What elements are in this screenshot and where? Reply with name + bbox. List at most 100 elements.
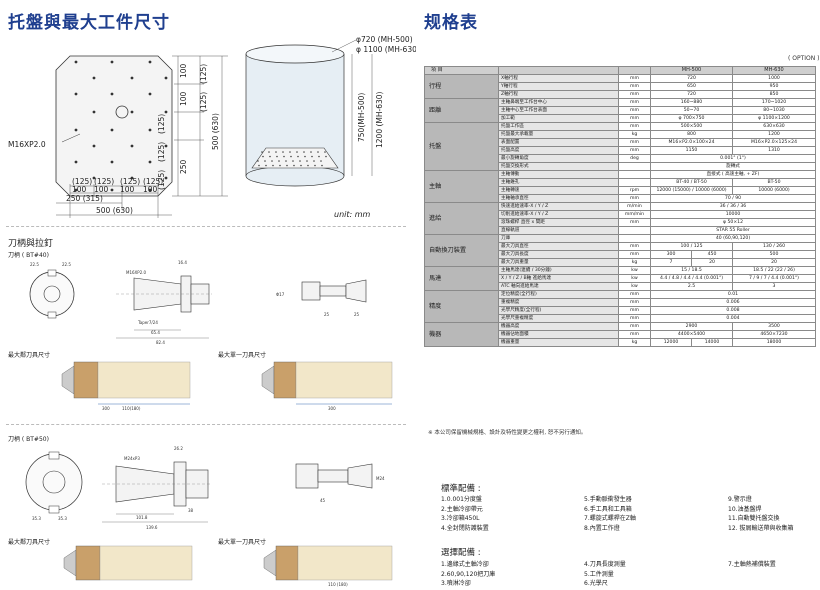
bt40-len-2: 110(180) [122, 406, 141, 411]
bt40-len-3: 300 [328, 406, 336, 411]
spec-unit: kw [618, 274, 651, 283]
section-divider-2 [6, 424, 406, 425]
bt40-dim-f: 25 [324, 312, 330, 317]
pallet-hole [164, 144, 168, 148]
pallet-hole [148, 92, 152, 96]
left-dim-c: (125) [157, 170, 166, 190]
spec-item: 表面配置 [498, 138, 619, 147]
pallet-hole [321, 164, 323, 167]
optional-accessory-item: 4.刀具長度測量 [584, 561, 626, 568]
standard-accessory-item: 12. 拔屑輸送帶與收集箱 [728, 524, 794, 532]
pallet-hole [297, 155, 299, 158]
spec-value-mh630: 630×630 [732, 122, 816, 131]
spec-value-mh500: 15 / 18.5 [650, 266, 733, 275]
bt50-dim-f: 38 [188, 508, 194, 513]
spec-item: 主軸錐孔 [498, 178, 619, 187]
pallet-hole [272, 164, 274, 167]
pallet-hole [92, 176, 96, 180]
dim-250: 250 (315) [66, 194, 103, 203]
bt50-max-tool-drawings: 110 (180) [63, 545, 393, 587]
pallet-hole [285, 160, 287, 162]
pallet-hole [130, 144, 134, 148]
pallet-hole [130, 176, 134, 180]
spec-row: 主軸主軸傳動直接式 ( 高速主軸, + ZF) [424, 170, 816, 203]
spec-header-unit [618, 66, 651, 75]
spec-header-row: 項 目 MH-500 MH-630 [424, 66, 816, 75]
spec-value-shared: 0.004 [650, 314, 816, 323]
spec-value-mh630: 7 / 9 / 7 / 4.4 (0.001°) [732, 274, 816, 283]
pallet-hole [130, 110, 134, 114]
optional-accessory-item: 3.噴淋冷卻 [441, 580, 471, 587]
bt50-dim-e: 139.6 [146, 525, 158, 530]
spec-value-mh500: 100 / 125 [650, 242, 733, 251]
pallet-hole [299, 160, 301, 162]
spec-value-mh630: 950 [732, 82, 816, 91]
spec-item: 主軸傳動 [498, 170, 619, 179]
pallet-hole [282, 151, 284, 153]
spec-item: 刀庫 [498, 234, 619, 243]
bt40-dim-d: 65.4 [151, 330, 160, 335]
spec-unit: mm [618, 306, 651, 315]
spec-value-mh500: 650 [650, 82, 733, 91]
spec-value-mh630: BT-50 [732, 178, 816, 187]
spec-item: 主軸軸承直徑 [498, 194, 619, 203]
spec-unit: mm [618, 290, 651, 299]
bt50-dim-a: 35.3 [32, 516, 41, 521]
bt40-max-single-label: 最大單一刀具尺寸 [218, 352, 267, 359]
optional-accessory-item: 5.工件測量 [584, 570, 614, 578]
spec-item: ATC 軸向進給馬達 [498, 282, 619, 291]
standard-accessory-item: 6.手工具和工具箱 [584, 505, 632, 513]
spec-value-part: 7 [652, 259, 692, 266]
pallet-hole [292, 160, 294, 162]
dia-630-label: φ 1100 (MH-630) [356, 45, 416, 54]
spec-unit: mm/min [618, 210, 651, 219]
spec-value-mh500: 800 [650, 130, 733, 139]
spec-unit: kw [618, 266, 651, 275]
standard-accessories-title: 標準配備 : [441, 484, 481, 494]
spec-value-part: 450 [707, 252, 717, 257]
pallet-holes [74, 60, 168, 192]
bottom-dim-4: 100 [143, 185, 158, 194]
pallet-hole [110, 128, 114, 132]
spec-unit: mm [618, 82, 651, 91]
spec-unit: mm [618, 114, 651, 123]
pallet-hole [268, 151, 270, 153]
bottom-dim-1: 100 [72, 185, 87, 194]
spec-category: 機器 [424, 322, 499, 347]
spec-unit: mm [618, 146, 651, 155]
bt40-dim-g: 25 [354, 312, 360, 317]
spec-item: 托盤高度 [498, 146, 619, 155]
pallet-hole [261, 151, 263, 153]
standard-accessory-item: 7.螺旋式螺桿在Z軸 [584, 515, 636, 522]
pallet-hole [289, 151, 291, 153]
spec-item: 定位精度(全行程) [498, 290, 619, 299]
spec-item: 機器重量 [498, 338, 619, 347]
pallet-hole [310, 151, 312, 153]
spec-value-shared: STAR 55 Roller [650, 226, 816, 235]
pallet-hole [164, 176, 168, 180]
optional-accessory-item: 1.邊緣式主軸冷卻 [441, 561, 489, 568]
pallet-diagram: M16XP2.0 100 100 (125) (125) 250 500 (63… [8, 35, 416, 218]
bt40-dim-c: 16.4 [178, 260, 187, 265]
spec-category: 進給 [424, 202, 499, 235]
bt50-subtitle: 刀柄 ( BT#50) [8, 436, 49, 443]
spec-item: 最大刀具重量 [498, 258, 619, 267]
bt40-dim-b: 22.5 [62, 262, 71, 267]
bottom-dim-p2: (125) [94, 177, 114, 186]
spec-value-mh630: 500 [732, 250, 816, 259]
pallet-hole [110, 60, 114, 64]
pallet-hole [130, 76, 134, 80]
spec-unit: kg [618, 338, 651, 347]
spec-item: 托盤交換形式 [498, 162, 619, 171]
spec-item: 主軸馬達(連續 / 30分鐘) [498, 266, 619, 275]
height-500-label: 750(MH-500) [357, 93, 366, 142]
spec-item: 主軸轉速 [498, 186, 619, 195]
spec-category: 馬達 [424, 266, 499, 291]
